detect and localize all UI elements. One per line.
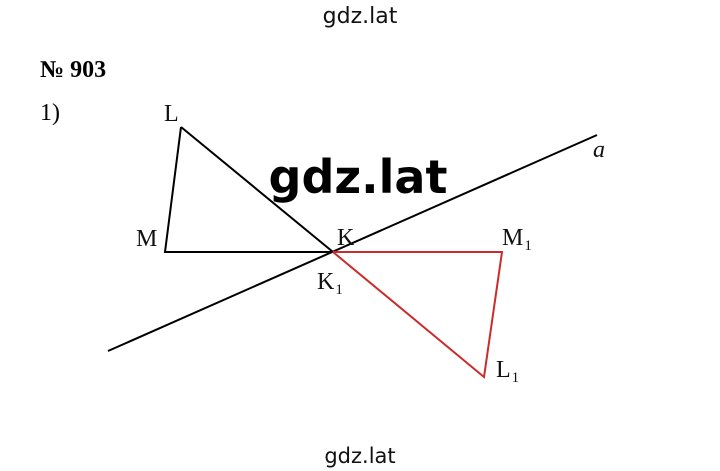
problem-number: № 903 [40,57,107,83]
watermark-center: gdz.lat [269,150,448,204]
watermark-bottom: gdz.lat [324,444,396,468]
label-M: M [136,226,157,252]
label-line-a: a [593,137,605,163]
triangle-k1m1l1 [332,251,504,379]
line-a [107,134,598,352]
label-L: L [164,101,179,127]
label-K: K [337,225,355,251]
label-K1: K1 [317,269,343,298]
watermark-top: gdz.lat [322,4,398,29]
triangle-lmk [163,126,336,253]
label-L1: L1 [496,357,519,386]
label-M1: M1 [502,225,532,254]
part-label: 1) [40,100,60,126]
